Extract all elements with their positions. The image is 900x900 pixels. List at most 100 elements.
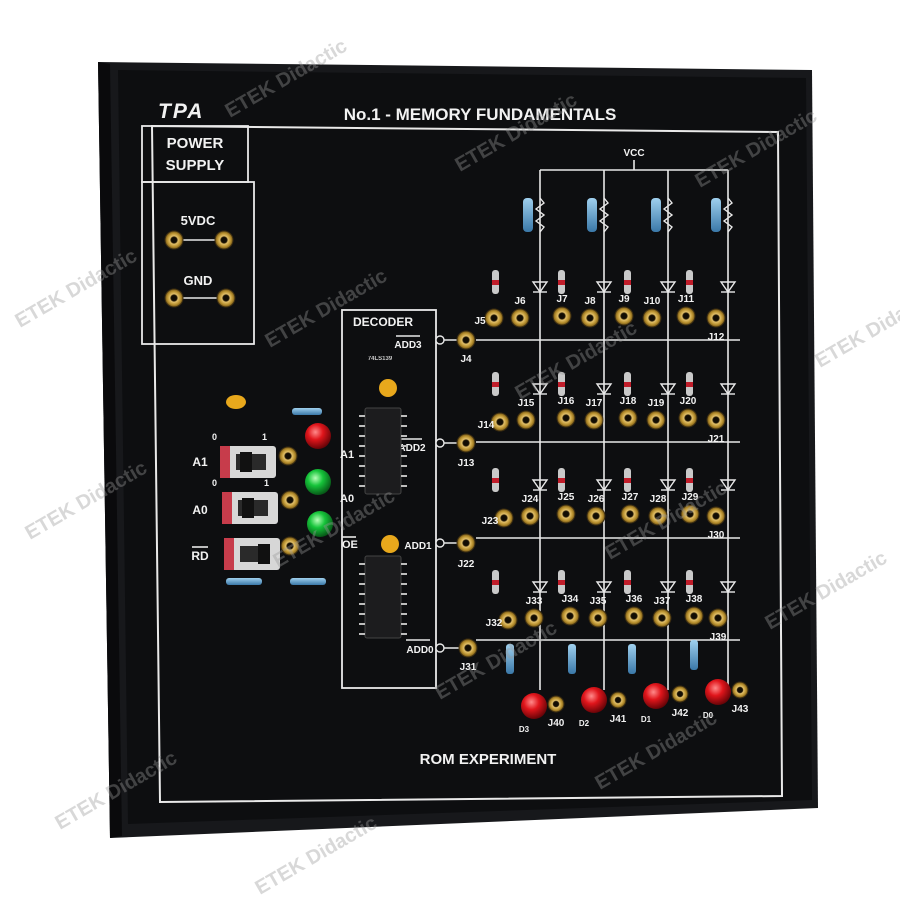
switch-a1[interactable] (220, 446, 276, 478)
led-d2 (581, 687, 607, 713)
diode (595, 383, 613, 396)
jack-j31[interactable] (458, 638, 478, 658)
diode (595, 281, 613, 294)
jack-j25[interactable] (556, 504, 576, 524)
jack-j38-label: J38 (686, 594, 703, 605)
capacitor (381, 535, 399, 553)
jack-j19[interactable] (646, 410, 666, 430)
jack-j34[interactable] (560, 606, 580, 626)
jack-5vdc-1[interactable] (164, 230, 184, 250)
output-resistor (690, 640, 698, 670)
input-section: A1 A0 RD 0 1 0 1 A1 A0 OE (191, 395, 358, 585)
jack-5vdc-2[interactable] (214, 230, 234, 250)
jack-j32[interactable] (498, 610, 518, 630)
switch-a1-off-label: 0 (212, 432, 217, 442)
jack-gnd-1[interactable] (164, 288, 184, 308)
diode (531, 383, 549, 396)
jack-j23[interactable] (494, 508, 514, 528)
jack-j9-label: J9 (618, 294, 630, 305)
jack-j22-label: J22 (458, 559, 475, 570)
jack-j43[interactable] (731, 681, 749, 699)
jack-j42[interactable] (671, 685, 689, 703)
jack-j29[interactable] (680, 504, 700, 524)
jack-j14-label: J14 (478, 420, 495, 431)
decoder-out-add1: ADD1 (404, 541, 432, 552)
jack-j11[interactable] (676, 306, 696, 326)
capacitor (379, 379, 397, 397)
jack-j14[interactable] (490, 412, 510, 432)
jack-j28[interactable] (648, 506, 668, 526)
vcc-label: VCC (623, 148, 644, 159)
switch-a0[interactable] (222, 492, 278, 524)
jack-j5-label: J5 (474, 316, 486, 327)
jack-j20[interactable] (678, 408, 698, 428)
jack-j22[interactable] (456, 533, 476, 553)
diode (659, 581, 677, 594)
jack-j13[interactable] (456, 433, 476, 453)
output-resistor (506, 644, 514, 674)
resistor (292, 408, 322, 415)
small-diode-component (686, 570, 693, 594)
jack-j17[interactable] (584, 410, 604, 430)
jack-j18[interactable] (618, 408, 638, 428)
jack-j40[interactable] (547, 695, 565, 713)
jack-j33-label: J33 (526, 596, 543, 607)
jack-j6-label: J6 (514, 296, 526, 307)
jack-j37-label: J37 (654, 596, 671, 607)
small-diode-component (558, 570, 565, 594)
jack-j7[interactable] (552, 306, 572, 326)
diode (595, 479, 613, 492)
jack-j5[interactable] (484, 308, 504, 328)
jack-j10[interactable] (642, 308, 662, 328)
jack-j35[interactable] (588, 608, 608, 628)
jack-j16[interactable] (556, 408, 576, 428)
diode (659, 479, 677, 492)
jack-j8[interactable] (580, 308, 600, 328)
small-diode-component (492, 270, 499, 294)
jack-gnd-2[interactable] (216, 288, 236, 308)
jack-j30[interactable] (706, 506, 726, 526)
jack-a0-out[interactable] (280, 490, 300, 510)
jack-j27[interactable] (620, 504, 640, 524)
jack-j17-label: J17 (586, 398, 603, 409)
jack-j8-label: J8 (584, 296, 596, 307)
jack-j35-label: J35 (590, 596, 607, 607)
small-diode-component (492, 570, 499, 594)
switch-rd[interactable] (224, 538, 280, 570)
jack-j34-label: J34 (562, 594, 579, 605)
jack-j36[interactable] (624, 606, 644, 626)
jack-a1-out[interactable] (278, 446, 298, 466)
led-d1 (643, 683, 669, 709)
jack-j37[interactable] (652, 608, 672, 628)
power-supply-title-1: POWER (167, 135, 224, 152)
switch-a1-label: A1 (192, 455, 208, 469)
jack-j39[interactable] (708, 608, 728, 628)
diode (659, 281, 677, 294)
out-a1-label: A1 (340, 449, 354, 461)
jack-j6[interactable] (510, 308, 530, 328)
jack-j24[interactable] (520, 506, 540, 526)
diode (531, 479, 549, 492)
jack-j23-label: J23 (482, 516, 499, 527)
jack-j11-label: J11 (678, 294, 695, 305)
jack-j21[interactable] (706, 410, 726, 430)
switch-a0-on-label: 1 (264, 478, 269, 488)
diode (719, 281, 737, 294)
jack-j9[interactable] (614, 306, 634, 326)
jack-j4[interactable] (456, 330, 476, 350)
jack-j41[interactable] (609, 691, 627, 709)
jack-rd-out[interactable] (280, 536, 300, 556)
jack-j15[interactable] (516, 410, 536, 430)
decoder-ic-label: 74LS139 (368, 356, 393, 362)
led-d3 (521, 693, 547, 719)
jack-j31-label: J31 (460, 662, 477, 673)
pullup-resistor (651, 197, 674, 233)
jack-j12[interactable] (706, 308, 726, 328)
jack-j26[interactable] (586, 506, 606, 526)
jack-j28-label: J28 (650, 494, 667, 505)
led-a1-red (305, 423, 331, 449)
out-oe-label: OE (342, 539, 358, 551)
jack-j33[interactable] (524, 608, 544, 628)
jack-j38[interactable] (684, 606, 704, 626)
